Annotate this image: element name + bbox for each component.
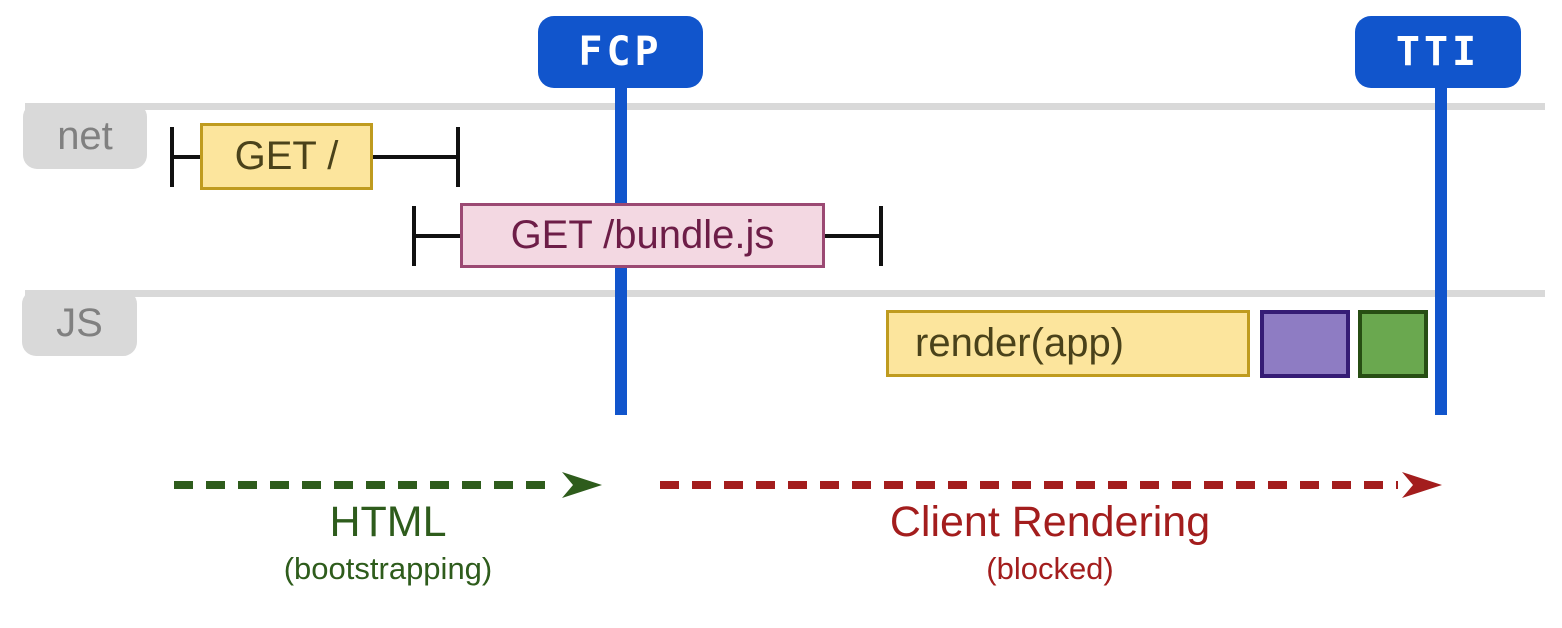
tti-marker-badge: TTI [1355, 16, 1521, 88]
html-phase-arrow [174, 472, 602, 498]
js-lane-label: JS [22, 290, 137, 356]
get-bundle-request-box: GET /bundle.js [460, 203, 825, 268]
get-root-request-box: GET / [200, 123, 373, 190]
client-rendering-phase-arrow [660, 472, 1442, 498]
fcp-marker-badge: FCP [538, 16, 703, 88]
purple-task-box [1260, 310, 1350, 378]
get-bundle-left-whisker [416, 234, 460, 238]
tti-marker-line [1435, 88, 1447, 415]
js-lane-label-text: JS [56, 300, 103, 345]
html-phase-subtitle: (bootstrapping) [283, 551, 493, 586]
js-lane-line [25, 290, 1545, 297]
arrow-head-icon [1402, 472, 1442, 498]
render-app-task-box: render(app) [886, 310, 1250, 377]
html-phase-title: HTML [329, 498, 447, 546]
net-lane-line [25, 103, 1545, 110]
net-lane-label: net [23, 103, 147, 169]
net-lane-label-text: net [57, 113, 113, 158]
get-root-left-whisker [174, 155, 200, 159]
get-root-end-tick [456, 127, 460, 187]
client-rendering-phase-subtitle: (blocked) [986, 551, 1114, 586]
arrow-head-icon [562, 472, 602, 498]
get-bundle-right-whisker [825, 234, 879, 238]
get-root-right-whisker [373, 155, 458, 159]
green-task-box [1358, 310, 1428, 378]
get-bundle-end-tick [879, 206, 883, 266]
client-rendering-phase-title: Client Rendering [889, 498, 1211, 546]
get-root-start-tick [170, 127, 174, 187]
get-bundle-start-tick [412, 206, 416, 266]
